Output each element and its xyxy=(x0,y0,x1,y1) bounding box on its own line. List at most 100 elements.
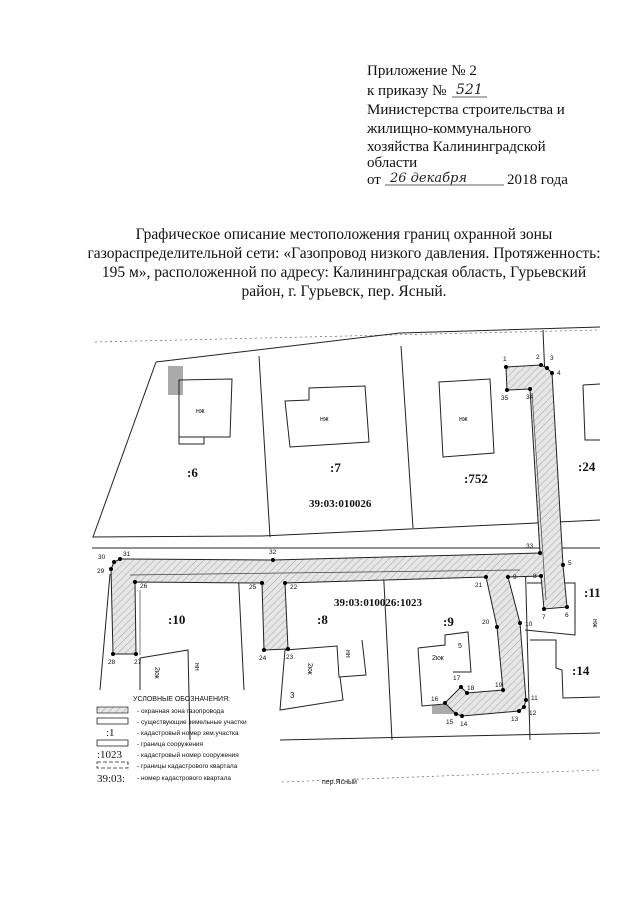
boundary-point-label: 9 xyxy=(513,574,517,581)
legend-label: - существующие земельные участки xyxy=(137,719,247,726)
building-label: 2кж xyxy=(153,667,160,679)
building-label: 5 xyxy=(458,643,462,650)
header-line: Министерства строительства и xyxy=(367,102,565,118)
boundary-point-label: 8 xyxy=(533,573,537,580)
legend-symbol: 39:03: xyxy=(97,773,125,785)
boundary-point-marker xyxy=(460,714,464,718)
boundary-point-marker xyxy=(561,563,565,567)
order-number: 521 xyxy=(456,82,483,98)
boundary-point-marker xyxy=(112,560,116,564)
parcel-number: 3 xyxy=(290,691,295,700)
legend-swatch-parcel xyxy=(96,717,129,725)
boundary-point-marker xyxy=(133,580,137,584)
boundary-point-marker xyxy=(495,625,499,629)
parcel-number: :752 xyxy=(464,471,488,486)
boundary-point-marker xyxy=(550,371,554,375)
building-labels: нж нж нж 2кж нн 2кж нн 2кж 5 нж xyxy=(153,408,598,679)
boundary-point-label: 33 xyxy=(526,543,534,550)
boundary-point-label: 16 xyxy=(431,696,439,703)
boundary-point-label: 3 xyxy=(550,355,554,362)
boundary-point-label: 5 xyxy=(568,560,572,567)
boundary-point-marker xyxy=(283,581,287,585)
boundary-point-label: 25 xyxy=(249,584,257,591)
building xyxy=(139,649,191,741)
parcel-number: :24 xyxy=(578,459,596,474)
parcel-number: :8 xyxy=(317,612,328,627)
boundary-point-marker xyxy=(134,652,138,656)
boundary-point-marker xyxy=(538,551,542,555)
legend-label: - кадастровый номер сооружения xyxy=(137,751,239,759)
parcel-number: :9 xyxy=(443,614,454,629)
boundary-point-label: 1 xyxy=(503,356,507,363)
boundary-point-label: 22 xyxy=(290,584,298,591)
building xyxy=(530,639,601,699)
parcel-number: :7 xyxy=(330,460,341,475)
title-line: 195 м», расположенной по адресу: Калинин… xyxy=(102,264,586,281)
pipeline-axis xyxy=(129,392,547,655)
building-label: нж xyxy=(591,619,598,628)
header-line: области xyxy=(367,155,417,171)
legend-label: - границы кадастрового квартала xyxy=(137,763,238,770)
parcel-boundary xyxy=(99,573,111,691)
boundary-point-label: 13 xyxy=(511,716,519,723)
header-line: хозяйства Калининградской xyxy=(367,139,546,155)
boundary-point-marker xyxy=(484,575,488,579)
boundary-point-marker xyxy=(565,605,569,609)
boundary-point-marker xyxy=(111,652,115,656)
boundary-point-marker xyxy=(542,607,546,611)
boundary-point-marker xyxy=(501,688,505,692)
quarter-number: 39:03:010026 xyxy=(309,498,372,510)
boundary-point-marker xyxy=(539,574,543,578)
boundary-point-label: 4 xyxy=(557,370,561,377)
boundary-point-marker xyxy=(260,581,264,585)
building-label: 2кж xyxy=(306,663,313,675)
boundary-point-label: 34 xyxy=(526,394,534,401)
boundary-point-marker xyxy=(443,701,447,705)
legend-label: - номер кадастрового квартала xyxy=(137,775,231,782)
boundary-point-marker xyxy=(539,363,543,367)
document-title: Графическое описание местоположения гран… xyxy=(87,226,600,300)
boundary-point-marker xyxy=(286,647,290,651)
header-date-prefix: от xyxy=(367,172,381,188)
boundary-point-label: 10 xyxy=(525,621,533,628)
boundary-point-marker xyxy=(545,366,549,370)
boundary-point-marker xyxy=(109,567,113,571)
building xyxy=(417,631,472,707)
boundary-point-marker xyxy=(524,698,528,702)
boundary-point-marker xyxy=(528,387,532,391)
legend-title: УСЛОВНЫЕ ОБОЗНАЧЕНИЯ: xyxy=(133,696,230,703)
boundary-point-marker xyxy=(262,648,266,652)
building-label: 2кж xyxy=(432,655,444,662)
boundary-point-marker xyxy=(505,388,509,392)
street-name: пер.Ясный xyxy=(322,778,357,786)
building-label: нж xyxy=(196,408,205,415)
structure-number: 39:03:010026:1023 xyxy=(334,597,422,609)
building xyxy=(284,385,370,448)
legend-label: - граница сооружения xyxy=(137,741,204,748)
parcel-boundary xyxy=(524,552,531,741)
boundary-point-marker xyxy=(504,365,508,369)
shaded-structure xyxy=(432,705,454,714)
map-legend: УСЛОВНЫЕ ОБОЗНАЧЕНИЯ: - охранная зона га… xyxy=(96,696,247,785)
building xyxy=(582,383,601,441)
boundary-point-label: 31 xyxy=(123,551,131,558)
legend-label: - кадастровый номер зем.участка xyxy=(137,729,239,737)
header-line: Приложение № 2 xyxy=(367,63,477,79)
boundary-point-label: 12 xyxy=(529,710,537,717)
legend-swatch-zone xyxy=(96,706,129,714)
legend-swatch-quarter xyxy=(96,761,129,769)
parcel-number: :10 xyxy=(168,612,185,627)
order-date: 26 декабря xyxy=(389,171,467,186)
boundary-point-marker xyxy=(118,557,122,561)
boundary-point-label: 18 xyxy=(467,685,475,692)
parcel-number: :6 xyxy=(187,465,198,480)
boundary-point-label: 32 xyxy=(269,549,277,556)
parcel-labels: :6 :7 :752 :24 :10 :8 :9 :11 :14 3 39:03… xyxy=(168,459,601,786)
parcel-boundary xyxy=(237,567,245,691)
boundary-point-label: 15 xyxy=(446,719,454,726)
parcel-boundary xyxy=(155,326,601,363)
boundary-point-marker xyxy=(506,575,510,579)
boundary-point-label: 14 xyxy=(460,721,468,728)
boundary-point-label: 29 xyxy=(97,568,105,575)
